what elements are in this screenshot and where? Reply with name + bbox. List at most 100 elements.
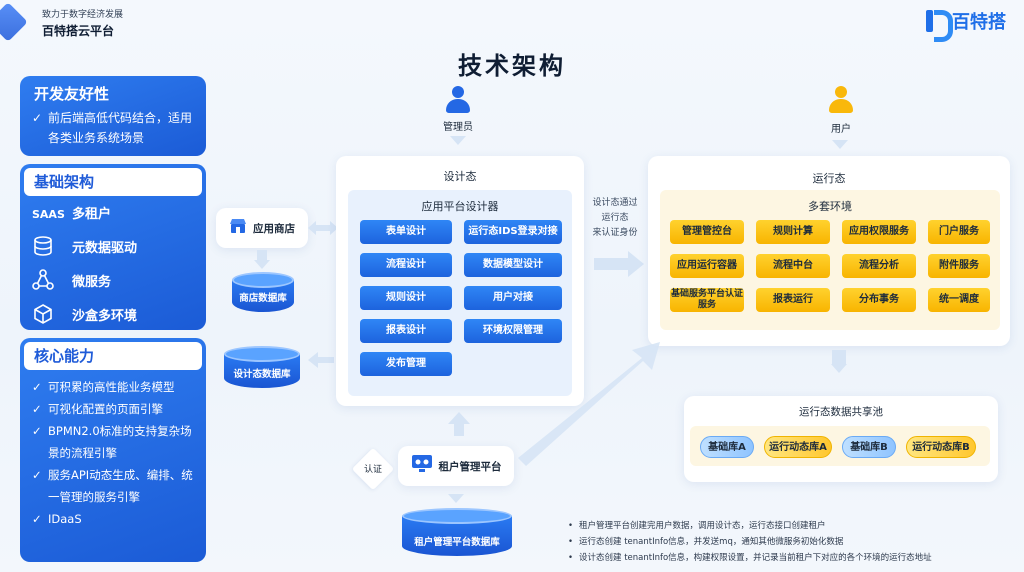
page-title: 技术架构 <box>458 52 566 80</box>
arrow <box>254 260 270 269</box>
auth-service-button[interactable]: 基础服务平台认证服务 <box>670 288 744 312</box>
infra-item-label: 元数据驱动 <box>72 241 138 256</box>
users-icon <box>411 454 433 478</box>
infra-item-multitenant: SAAS 多租户 <box>32 198 196 232</box>
user-integration-button[interactable]: 用户对接 <box>464 286 562 310</box>
distributed-tx-button[interactable]: 分布事务 <box>842 288 916 312</box>
check-item: ✓IDaaS <box>32 508 196 530</box>
check-item-label: 可积累的高性能业务模型 <box>48 380 175 394</box>
check-item: ✓ 前后端高低代码结合，适用各类业务系统场景 <box>32 108 196 148</box>
check-icon: ✓ <box>32 111 43 125</box>
shared-pool-card: 运行态数据共享池 基础库A 运行动态库A 基础库B 运行动态库B <box>684 396 998 482</box>
check-item: ✓BPMN2.0标准的支持复杂场景的流程引擎 <box>32 420 196 464</box>
design-state-card: 设计态 应用平台设计器 表单设计 运行态IDS登录对接 流程设计 数据模型设计 … <box>336 156 584 406</box>
sync-note-line: 来认证身份 <box>592 228 638 238</box>
publish-button[interactable]: 发布管理 <box>360 352 452 376</box>
core-title: 核心能力 <box>24 342 202 370</box>
runtime-db-a: 运行动态库A <box>764 436 832 458</box>
env-permission-button[interactable]: 环境权限管理 <box>464 319 562 343</box>
base-db-b: 基础库B <box>842 436 896 458</box>
arrow <box>257 250 267 260</box>
brand-logo-icon <box>10 6 22 40</box>
tenant-db: 租户管理平台数据库 <box>402 508 512 556</box>
arrow <box>448 494 464 503</box>
saas-icon: SAAS <box>32 208 65 221</box>
app-store-label: 应用商店 <box>253 222 295 235</box>
app-container-button[interactable]: 应用运行容器 <box>670 254 744 278</box>
admin-label: 管理员 <box>443 122 473 133</box>
sync-note-line: 运行态 <box>601 213 629 223</box>
base-db-a: 基础库A <box>700 436 754 458</box>
cube-icon <box>32 303 62 332</box>
designer-box: 应用平台设计器 表单设计 运行态IDS登录对接 流程设计 数据模型设计 规则设计… <box>348 190 572 396</box>
arrow <box>831 364 847 373</box>
infra-item-label: 微服务 <box>72 275 112 290</box>
check-icon: ✓ <box>32 402 42 416</box>
attachment-service-button[interactable]: 附件服务 <box>928 254 990 278</box>
arrow <box>832 350 846 364</box>
sync-note-line: 设计态通过 <box>592 198 638 208</box>
notes-list: •租户管理平台创建完用户数据，调用设计态，运行态接口创建租户 •运行态创建 te… <box>568 518 932 566</box>
check-item-label: IDaaS <box>48 512 82 526</box>
runtime-db-b: 运行动态库B <box>906 436 976 458</box>
dev-friendly-title: 开发友好性 <box>34 85 110 103</box>
design-db: 设计态数据库 <box>224 346 300 388</box>
admin-console-button[interactable]: 管理管控台 <box>670 220 744 244</box>
up-arrow <box>448 412 470 436</box>
check-icon: ✓ <box>32 424 42 438</box>
store-db: 商店数据库 <box>232 272 294 312</box>
admin-person-icon <box>443 86 473 116</box>
portal-service-button[interactable]: 门户服务 <box>928 220 990 244</box>
check-item: ✓ 可积累的高性能业务模型 <box>32 376 196 398</box>
arrow <box>832 140 848 149</box>
infra-panel: 基础架构 SAAS 多租户 元数据驱动 微服务 沙盒多环境 <box>20 164 206 330</box>
store-db-label: 商店数据库 <box>239 293 287 304</box>
right-arrow <box>594 251 644 277</box>
note-item: •租户管理平台创建完用户数据，调用设计态，运行态接口创建租户 <box>568 518 932 534</box>
app-permission-button[interactable]: 应用权限服务 <box>842 220 916 244</box>
tenant-db-label: 租户管理平台数据库 <box>414 537 500 548</box>
design-db-label: 设计态数据库 <box>233 369 291 380</box>
check-icon: ✓ <box>32 380 42 394</box>
tenant-platform-box: 租户管理平台 <box>398 446 514 486</box>
core-panel: 核心能力 ✓ 可积累的高性能业务模型 ✓可视化配置的页面引擎 ✓BPMN2.0标准… <box>20 338 206 562</box>
report-run-button[interactable]: 报表运行 <box>756 288 830 312</box>
flow-center-button[interactable]: 流程中台 <box>756 254 830 278</box>
flow-analysis-button[interactable]: 流程分析 <box>842 254 916 278</box>
infra-item-microservice: 微服务 <box>32 266 196 300</box>
check-item: ✓服务API动态生成、编排、统一管理的服务引擎 <box>32 464 196 508</box>
tenant-platform-label: 租户管理平台 <box>438 460 502 473</box>
multi-env-title: 多套环境 <box>808 200 852 213</box>
auth-label: 认证 <box>363 465 382 475</box>
infra-item-sandbox: 沙盒多环境 <box>32 300 196 334</box>
flow-design-button[interactable]: 流程设计 <box>360 253 452 277</box>
note-text: 租户管理平台创建完用户数据，调用设计态，运行态接口创建租户 <box>579 521 826 531</box>
note-text: 运行态创建 tenantInfo信息，并发送mq，通知其他微服务初始化数据 <box>579 537 844 547</box>
rule-design-button[interactable]: 规则设计 <box>360 286 452 310</box>
design-state-title: 设计态 <box>443 170 477 183</box>
ids-login-button[interactable]: 运行态IDS登录对接 <box>464 220 562 244</box>
diagonal-arrow <box>518 342 660 466</box>
check-item-label: 前后端高低代码结合，适用各类业务系统场景 <box>48 111 193 145</box>
rule-compute-button[interactable]: 规则计算 <box>756 220 830 244</box>
check-item-label: 服务API动态生成、编排、统一管理的服务引擎 <box>48 468 193 504</box>
data-model-design-button[interactable]: 数据模型设计 <box>464 253 562 277</box>
note-text: 设计态创建 tenantInfo信息，构建权限设置，并记录当前租户下对应的各个环… <box>579 553 932 563</box>
infra-item-label: 多租户 <box>72 207 112 222</box>
unified-schedule-button[interactable]: 统一调度 <box>928 288 990 312</box>
brand-subtitle: 致力于数字经济发展 <box>42 10 124 20</box>
form-design-button[interactable]: 表单设计 <box>360 220 452 244</box>
sync-note: 设计态通过 运行态 来认证身份 <box>584 196 646 241</box>
company-logo: 百特搭 <box>926 8 1006 42</box>
infra-title: 基础架构 <box>24 168 202 196</box>
network-icon <box>32 268 62 298</box>
runtime-title: 运行态 <box>812 172 846 185</box>
left-arrow <box>308 352 334 368</box>
bidirectional-arrow <box>308 221 338 235</box>
infra-item-label: 沙盒多环境 <box>72 309 138 324</box>
note-item: •运行态创建 tenantInfo信息，并发送mq，通知其他微服务初始化数据 <box>568 534 932 550</box>
designer-title: 应用平台设计器 <box>421 200 499 213</box>
store-icon <box>229 217 247 239</box>
report-design-button[interactable]: 报表设计 <box>360 319 452 343</box>
check-item: ✓可视化配置的页面引擎 <box>32 398 196 420</box>
